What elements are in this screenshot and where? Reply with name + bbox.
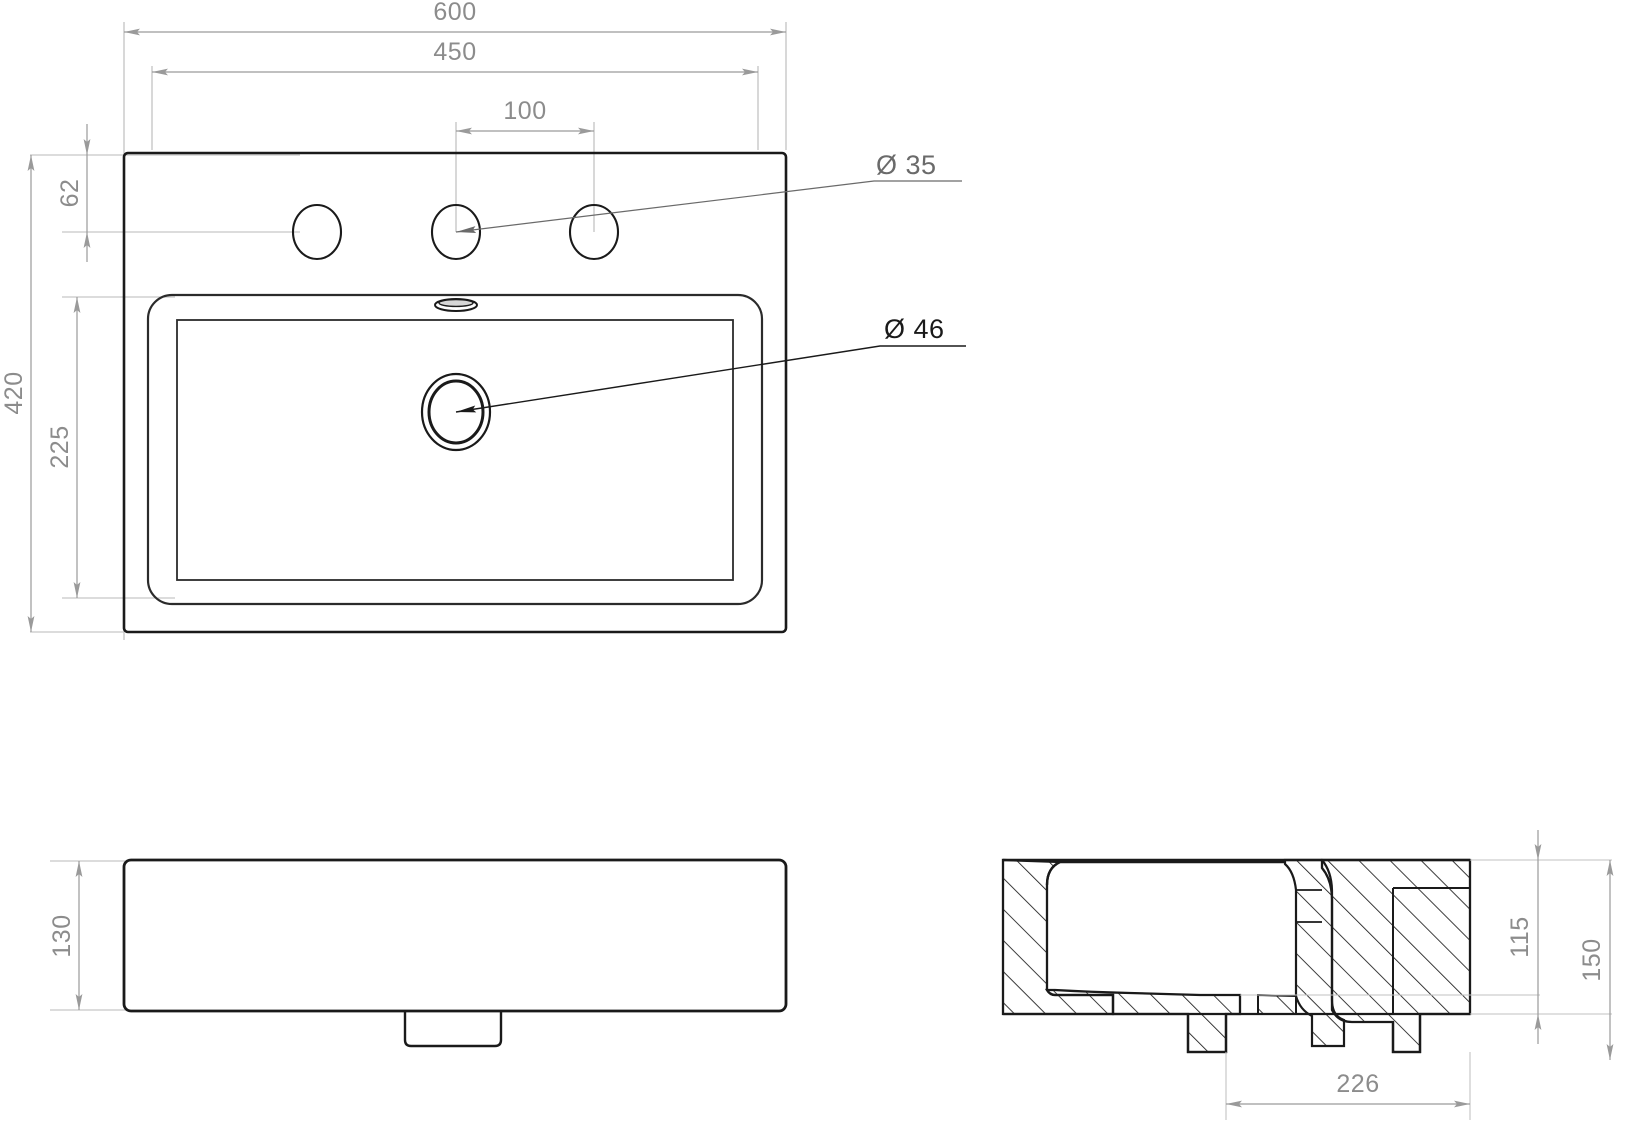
section-view: 115 150 226 xyxy=(1001,830,1614,1120)
top-view: 600 450 100 62 420 225 xyxy=(0,0,966,640)
dimension-130-label: 130 xyxy=(48,914,76,957)
front-view-extension-lines xyxy=(50,860,130,1011)
section-right-step xyxy=(1392,887,1470,1014)
dimension-226: 226 xyxy=(1226,1070,1470,1108)
callout-waste-diameter: Ø 46 xyxy=(455,314,966,413)
tap-hole-right xyxy=(568,203,620,261)
dimension-450-label: 450 xyxy=(433,38,476,66)
section-overflow-notch xyxy=(1296,889,1322,923)
dimension-226-label: 226 xyxy=(1336,1070,1379,1098)
dimension-100: 100 xyxy=(456,97,594,135)
tap-hole-center xyxy=(430,203,482,261)
dimension-115-label: 115 xyxy=(1506,916,1534,957)
waste-hole xyxy=(420,372,492,452)
top-view-extension-lines xyxy=(30,22,787,640)
dimension-62: 62 xyxy=(56,124,91,262)
callout-tap-hole-diameter-label: Ø 35 xyxy=(876,150,937,180)
bowl-bottom-outline xyxy=(176,319,734,581)
bowl-outline xyxy=(146,293,764,606)
dimension-150: 150 xyxy=(1578,860,1614,1060)
tap-hole-left xyxy=(291,203,343,261)
section-bowl-interior-profile xyxy=(1045,860,1285,886)
dimension-600-label: 600 xyxy=(433,0,476,26)
dimension-130: 130 xyxy=(48,861,83,1010)
dimension-600: 600 xyxy=(124,0,786,36)
countertop-outline xyxy=(122,151,788,634)
front-view: 130 xyxy=(48,858,788,1048)
dimension-225-label: 225 xyxy=(46,425,74,468)
section-waste-outlet xyxy=(1186,1014,1422,1054)
callout-tap-hole-diameter: Ø 35 xyxy=(455,150,962,234)
overflow-slot xyxy=(434,298,478,312)
front-body-outline xyxy=(122,858,788,1013)
dimension-62-label: 62 xyxy=(56,179,84,208)
dimension-420: 420 xyxy=(0,155,35,632)
dimension-225: 225 xyxy=(46,297,81,598)
dimension-100-label: 100 xyxy=(503,97,546,125)
dimension-115: 115 xyxy=(1506,830,1542,1044)
dimension-420-label: 420 xyxy=(0,371,28,414)
dimension-450: 450 xyxy=(152,38,758,76)
callout-waste-diameter-label: Ø 46 xyxy=(884,314,945,344)
front-waste-spout xyxy=(403,1011,503,1048)
dimension-150-label: 150 xyxy=(1578,938,1606,981)
